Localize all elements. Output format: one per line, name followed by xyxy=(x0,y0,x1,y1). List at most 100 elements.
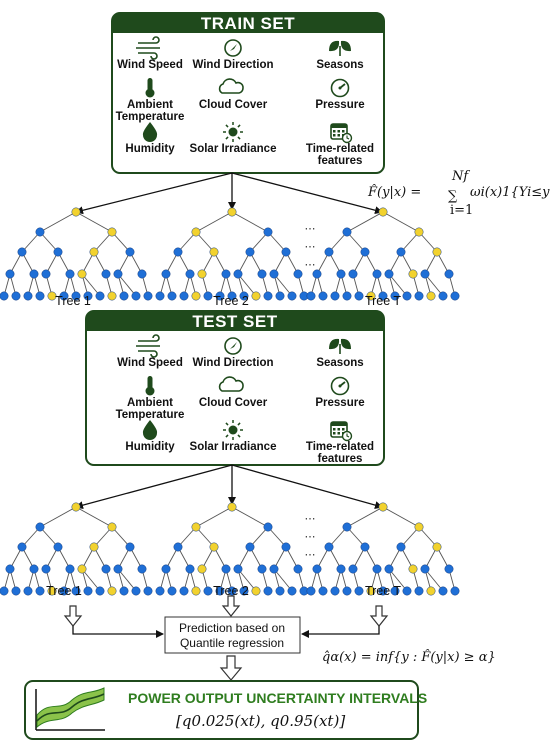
tree-leaf xyxy=(47,291,57,301)
droplet-icon xyxy=(142,122,158,142)
tree-node xyxy=(89,247,99,257)
feature-label: Cloud Cover xyxy=(199,99,268,111)
tree-node xyxy=(269,564,279,574)
tree-leaf xyxy=(215,291,225,301)
tree-node xyxy=(414,522,424,532)
tree-leaf xyxy=(203,291,213,301)
cdf-rhs: ωi(x)1{Yi≤y} xyxy=(470,185,550,200)
tree-node xyxy=(444,269,454,279)
tree-node xyxy=(360,542,370,552)
tree-leaf xyxy=(107,291,117,301)
tree-node xyxy=(5,564,15,574)
tree-leaf xyxy=(35,291,45,301)
test-set-panel: TEST SET xyxy=(85,310,385,466)
feature-pressure: Pressure xyxy=(315,78,365,111)
tree-leaf xyxy=(426,291,436,301)
tree-node xyxy=(29,269,39,279)
tree-node xyxy=(324,542,334,552)
tree-node xyxy=(77,269,87,279)
tree-leaf xyxy=(390,586,400,596)
svg-text:⋯: ⋯ xyxy=(305,241,316,253)
tree-node xyxy=(245,247,255,257)
tree-node xyxy=(137,564,147,574)
feature-label: Ambient xyxy=(127,397,173,409)
test-set-title: TEST SET xyxy=(192,312,277,331)
svg-text:⋯: ⋯ xyxy=(305,531,316,543)
tree-leaf xyxy=(330,586,340,596)
tree-node xyxy=(233,269,243,279)
tree-node xyxy=(336,269,346,279)
tree-leaf xyxy=(251,586,261,596)
tree-node xyxy=(17,542,27,552)
tree-node xyxy=(173,542,183,552)
prediction-line-2: Quantile regression xyxy=(180,636,284,650)
tree-node xyxy=(263,522,273,532)
feature-label: Cloud Cover xyxy=(199,397,268,409)
tree-leaf xyxy=(71,291,81,301)
leaf-icon xyxy=(329,40,351,56)
cloud-icon xyxy=(218,78,244,94)
tree-leaf xyxy=(107,586,117,596)
tree-node xyxy=(384,564,394,574)
output-panel: POWER OUTPUT UNCERTAINTY INTERVALS [q0.0… xyxy=(24,680,427,740)
to-prediction-arrows xyxy=(72,626,380,638)
tree-leaf xyxy=(179,586,189,596)
tree-leaf xyxy=(227,586,237,596)
tree-node xyxy=(71,502,81,512)
tree-leaf xyxy=(119,291,129,301)
tree-node xyxy=(408,269,418,279)
feature-label: Wind Speed xyxy=(117,59,183,71)
tree-node xyxy=(125,542,135,552)
tree-node xyxy=(245,542,255,552)
tree-node xyxy=(197,564,207,574)
train-to-trees-arrows xyxy=(75,172,383,215)
feature-label: Solar Irradiance xyxy=(190,441,277,453)
tree-node xyxy=(53,247,63,257)
feature-label: Pressure xyxy=(315,99,364,111)
tree-node xyxy=(227,207,237,217)
feature-pressure: Pressure xyxy=(315,376,365,409)
tree-node xyxy=(378,502,388,512)
tree-leaf xyxy=(155,586,165,596)
tree-node xyxy=(89,542,99,552)
tree-node xyxy=(41,269,51,279)
feature-label: Solar Irradiance xyxy=(190,143,277,155)
tree-leaf xyxy=(438,586,448,596)
wind-icon xyxy=(136,334,160,358)
train-set-panel: TRAIN SET xyxy=(111,12,385,174)
cdf-formula: F̂(y|x) = ∑ Nf i=1 ωi(x)1{Yi≤y} xyxy=(367,169,550,218)
tree-node xyxy=(324,247,334,257)
svg-text:⋯: ⋯ xyxy=(305,259,316,271)
feature-wind-direction: Wind Direction xyxy=(192,337,274,369)
test-ellipsis: ⋯ ⋯ ⋯ xyxy=(305,513,316,561)
tree-node xyxy=(432,542,442,552)
tree-node xyxy=(281,542,291,552)
tree-node xyxy=(107,227,117,237)
tree-leaf xyxy=(23,586,33,596)
tree-leaf xyxy=(95,291,105,301)
tree-leaf xyxy=(354,291,364,301)
tree-node xyxy=(312,269,322,279)
uncertainty-chart-icon xyxy=(35,687,105,731)
feature-seasons: Seasons xyxy=(316,40,364,71)
quantile-formula: q̂α(x) = inf{y : F̂(y|x) ≥ α} xyxy=(322,649,496,665)
hollow-arrow-tree2 xyxy=(221,595,241,617)
droplet-icon xyxy=(142,420,158,440)
tree-leaf xyxy=(275,586,285,596)
tree-leaf xyxy=(275,291,285,301)
calendar-icon xyxy=(330,421,353,442)
tree-node xyxy=(71,207,81,217)
tree-node xyxy=(53,542,63,552)
feature-label: Wind Speed xyxy=(117,357,183,369)
sum-lower: i=1 xyxy=(450,203,473,218)
tree-node xyxy=(161,269,171,279)
thermometer-icon xyxy=(145,376,155,396)
svg-text:⋯: ⋯ xyxy=(305,513,316,525)
feature-label-line2: Temperature xyxy=(116,111,185,123)
tree-node xyxy=(408,564,418,574)
hollow-arrow-output xyxy=(219,655,243,681)
tree-node xyxy=(161,564,171,574)
cloud-icon xyxy=(218,376,244,392)
